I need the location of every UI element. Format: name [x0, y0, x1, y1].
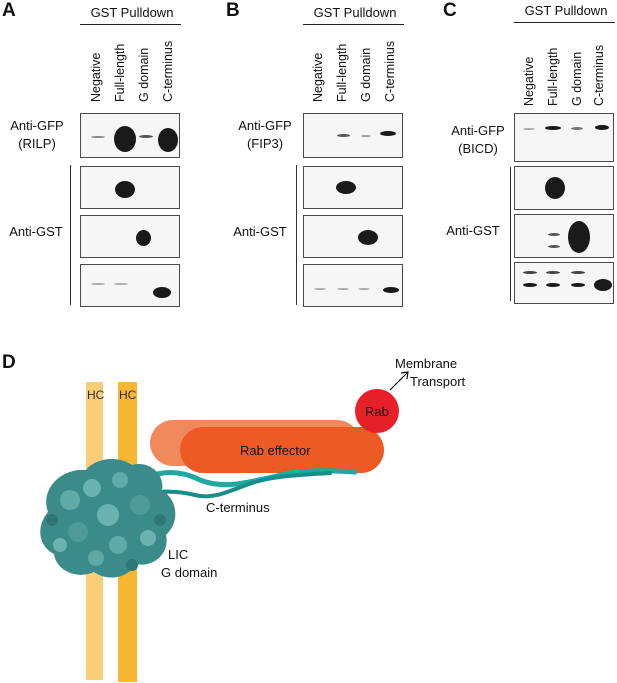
membrane-arrow-head	[400, 371, 409, 380]
gst-blot-cterm-c	[514, 262, 614, 304]
anti-gfp-label-c: Anti-GFP	[451, 123, 505, 138]
band	[114, 283, 128, 285]
band	[568, 221, 590, 253]
band	[546, 283, 560, 287]
lane-label-g-domain-a: G domain	[137, 47, 151, 102]
anti-gst-label-a: Anti-GST	[9, 224, 63, 239]
lane-label-g-domain-b: G domain	[359, 47, 373, 102]
lane-label-negative-c: Negative	[522, 56, 536, 106]
band	[571, 283, 585, 287]
gst-blot-full-a	[80, 166, 180, 209]
band	[91, 283, 105, 285]
band	[523, 283, 537, 287]
header-gst-pulldown-c: GST Pulldown	[524, 3, 608, 18]
lane-label-full-length-c: Full-length	[546, 47, 560, 106]
band	[545, 126, 561, 130]
panel-letter-c: C	[443, 0, 457, 21]
header-line-b	[303, 24, 404, 25]
lane-label-negative-a: Negative	[89, 52, 103, 102]
band	[545, 177, 565, 199]
c-terminus-label: C-terminus	[206, 500, 270, 515]
lane-label-full-length-b: Full-length	[335, 43, 349, 102]
lane-label-g-domain-c: G domain	[570, 51, 584, 106]
band	[139, 135, 153, 138]
gst-blot-gdomain-c	[514, 214, 614, 258]
lane-label-c-terminus-b: C-terminus	[383, 40, 397, 102]
gfp-target-label-b: (FIP3)	[246, 136, 284, 151]
lane-label-c-terminus-a: C-terminus	[161, 40, 175, 102]
gfp-target-label-a: (RILP)	[18, 136, 56, 151]
hc-label-left: HC	[87, 388, 105, 402]
lane-label-c-terminus-c: C-terminus	[592, 44, 606, 106]
dynein-rab-diagram: HC HC Rab Rab effector Membrane Transpor…	[40, 356, 466, 682]
band	[571, 127, 583, 130]
rab-sphere	[355, 389, 399, 433]
g-domain-label: G domain	[161, 565, 217, 580]
lane-label-full-length-a: Full-length	[113, 43, 127, 102]
band	[523, 271, 537, 274]
band	[523, 128, 535, 130]
gst-blot-gdomain-b	[303, 215, 403, 258]
membrane-arrow	[389, 371, 409, 391]
gfp-blot-b	[303, 113, 403, 158]
band	[153, 287, 171, 298]
band	[337, 288, 349, 290]
band	[595, 125, 609, 130]
gst-blot-full-b	[303, 166, 403, 209]
rab-label: Rab	[365, 404, 389, 419]
anti-gfp-label-b: Anti-GFP	[238, 118, 292, 133]
band	[546, 271, 560, 274]
band	[314, 288, 326, 290]
gst-bracket-b	[296, 165, 297, 305]
anti-gst-label-b: Anti-GST	[233, 224, 287, 239]
gfp-target-label-c: (BICD)	[458, 141, 498, 156]
band	[91, 136, 105, 138]
gst-bracket-a	[70, 165, 71, 305]
header-line-c	[514, 22, 615, 23]
band	[337, 134, 350, 137]
lic-g-domain-surface	[40, 458, 176, 578]
band	[358, 288, 370, 290]
band	[571, 271, 585, 274]
gst-blot-cterm-b	[303, 264, 403, 307]
band	[548, 233, 560, 236]
band	[115, 181, 135, 198]
band	[336, 181, 356, 194]
gfp-blot-a	[80, 113, 180, 158]
band	[114, 126, 136, 152]
transport-label: Transport	[410, 374, 466, 389]
panel-letter-a: A	[2, 0, 16, 21]
header-line-a	[80, 24, 181, 25]
band	[358, 230, 378, 245]
panel-letter-b: B	[226, 0, 240, 21]
panel-letter-d: D	[2, 352, 16, 373]
band	[594, 279, 612, 291]
rab-effector-label: Rab effector	[240, 443, 311, 458]
gst-blot-full-c	[514, 166, 614, 210]
gst-bracket-c	[510, 167, 511, 301]
rab-effector	[180, 427, 384, 473]
gst-blot-cterm-a	[80, 264, 180, 307]
lane-label-negative-b: Negative	[311, 52, 325, 102]
membrane-label: Membrane	[395, 356, 457, 371]
band	[548, 245, 560, 248]
anti-gst-label-c: Anti-GST	[446, 223, 500, 238]
band	[383, 287, 399, 293]
header-gst-pulldown-a: GST Pulldown	[90, 5, 174, 20]
band	[380, 131, 396, 136]
hc-label-right: HC	[119, 388, 137, 402]
lic-label: LIC	[168, 547, 188, 562]
anti-gfp-label-a: Anti-GFP	[10, 118, 64, 133]
gfp-blot-c	[514, 113, 614, 162]
band	[361, 135, 371, 137]
c-terminus-tail-1	[117, 468, 358, 491]
gst-blot-gdomain-a	[80, 215, 180, 258]
header-gst-pulldown-b: GST Pulldown	[313, 5, 397, 20]
band	[158, 128, 178, 152]
band	[136, 230, 151, 246]
